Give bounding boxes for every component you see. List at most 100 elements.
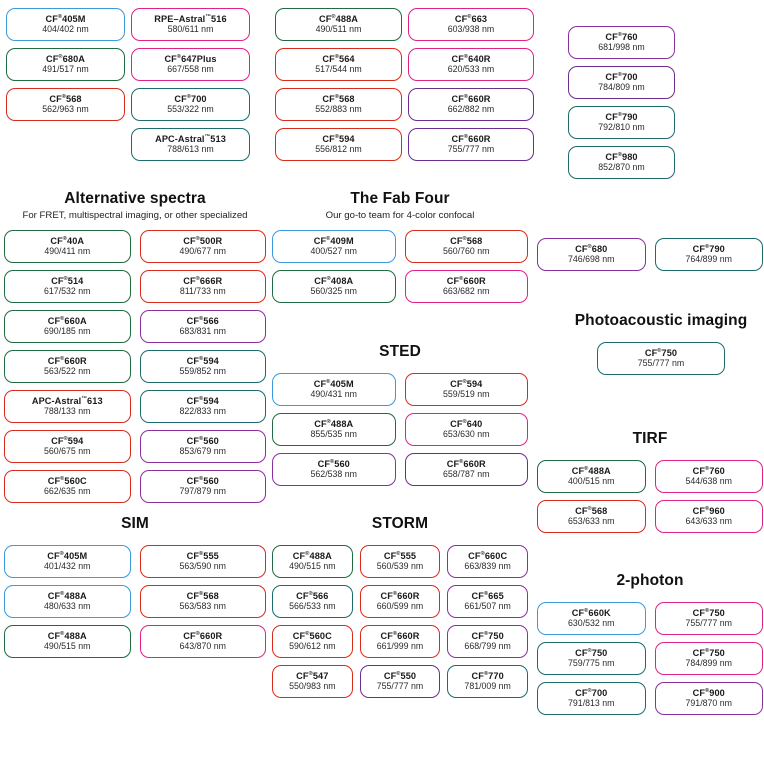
dye-name: CF®790: [692, 243, 725, 254]
dye-name: CF®560C: [292, 630, 332, 641]
dye-name: CF®660R: [446, 458, 486, 469]
trademark-glyph: ®: [199, 590, 204, 597]
dye-name: CF®560C: [47, 475, 87, 486]
dye-name: CF®790: [605, 111, 638, 122]
dye-ex-em: 746/698 nm: [568, 254, 615, 265]
dye-ex-em: 792/810 nm: [598, 122, 645, 133]
dye-ex-em: 755/777 nm: [447, 144, 495, 155]
trademark-glyph: ®: [199, 550, 204, 557]
dye-ex-em: 630/532 nm: [568, 618, 615, 629]
dye-ex-em: 643/870 nm: [179, 641, 226, 652]
dye-ex-em: 491/517 nm: [42, 64, 89, 75]
dye-ex-em: 559/852 nm: [179, 366, 226, 377]
trademark-glyph: ®: [326, 275, 331, 282]
dye-ex-em: 663/839 nm: [464, 561, 511, 572]
dye-name: CF®660R: [380, 630, 420, 641]
dye-ex-em: 781/009 nm: [464, 681, 511, 692]
dye-name: CF®700: [575, 687, 608, 698]
dye-name: CF®660R: [446, 275, 486, 286]
section-title-two-photon: 2-photon: [616, 572, 684, 589]
trademark-glyph: ®: [199, 475, 204, 482]
dye-name: CF®568: [450, 235, 483, 246]
